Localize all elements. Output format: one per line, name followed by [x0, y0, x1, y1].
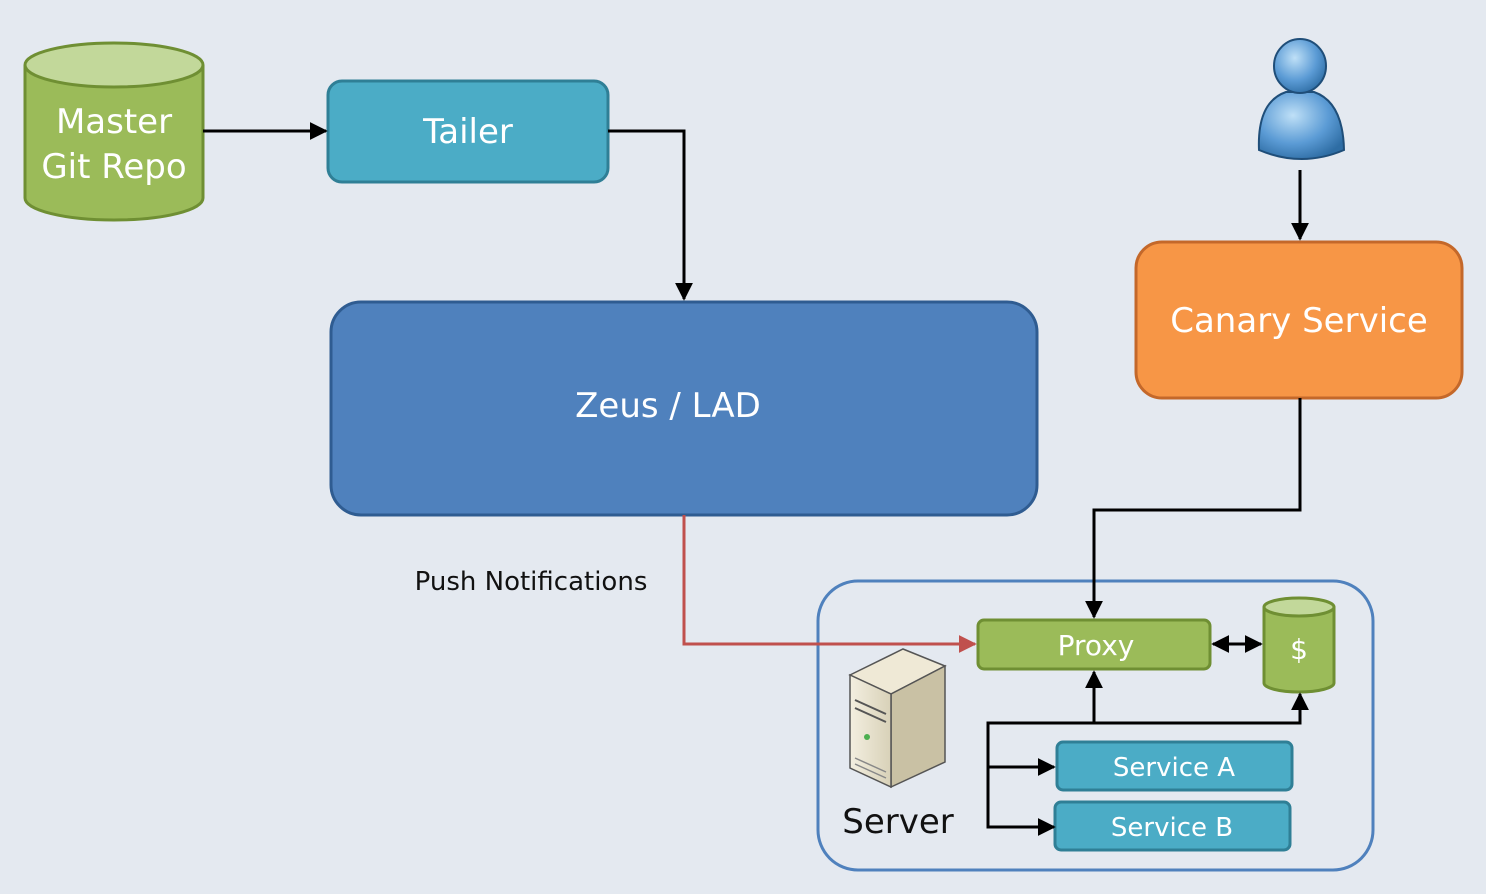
proxy-label: Proxy	[1058, 629, 1135, 662]
canary-service-label: Canary Service	[1170, 301, 1428, 341]
service-a-label: Service A	[1113, 753, 1235, 783]
push-notifications-label: Push Notifications	[415, 567, 648, 597]
zeus-lad-box: Zeus / LAD	[329, 300, 1039, 517]
master-git-repo: Master Git Repo	[23, 41, 205, 222]
cache-cylinder: $	[1262, 596, 1336, 694]
server-icon	[848, 648, 947, 789]
edge-service-bus	[986, 670, 1309, 836]
tailer-box: Tailer	[326, 79, 610, 184]
proxy-box: Proxy	[976, 618, 1212, 671]
cache-label: $	[1290, 633, 1308, 666]
edge-canary-proxy	[1085, 398, 1302, 619]
tailer-label: Tailer	[422, 112, 513, 152]
canary-service-box: Canary Service	[1134, 240, 1464, 400]
service-a-box: Service A	[1055, 740, 1294, 792]
master-repo-label-line2: Git Repo	[41, 147, 186, 187]
service-b-label: Service B	[1111, 813, 1233, 843]
user-icon	[1257, 38, 1346, 160]
zeus-lad-label: Zeus / LAD	[575, 386, 761, 426]
server-label: Server	[842, 802, 954, 842]
edge-push-notifications	[682, 515, 977, 653]
edge-tailer-zeus	[608, 129, 693, 301]
service-b-box: Service B	[1053, 800, 1292, 852]
master-repo-label: Master	[56, 102, 172, 142]
